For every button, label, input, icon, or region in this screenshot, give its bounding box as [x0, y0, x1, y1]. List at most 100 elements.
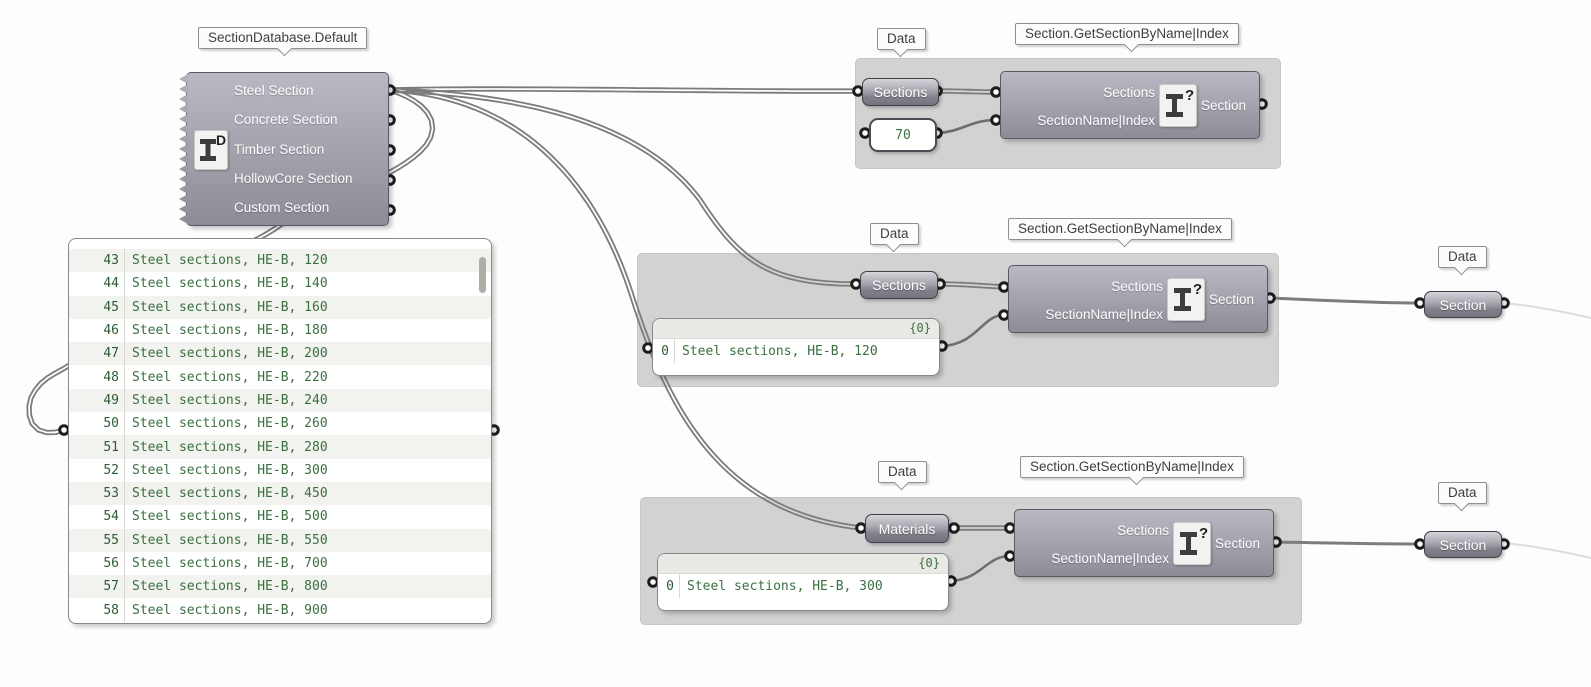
list-item: 50 Steel sections, HE-B, 260	[69, 412, 491, 436]
row-number: 44	[69, 272, 125, 296]
row-number: 57	[69, 575, 125, 599]
row-number: 56	[69, 551, 125, 576]
row-text: Steel sections, HE-B, 300	[132, 462, 328, 478]
param-sections-top[interactable]: Sections	[862, 78, 939, 106]
list-item: 52 Steel sections, HE-B, 300	[69, 458, 491, 482]
callout-data-bottom: Data	[878, 461, 927, 491]
svg-text:?: ?	[1199, 525, 1208, 542]
input-sectionname-label: SectionName|Index	[1045, 307, 1163, 322]
param-label: Sections	[872, 277, 926, 293]
row-number: 0	[658, 574, 680, 598]
row-text: Steel sections, HE-B, 200	[132, 346, 328, 362]
list-item: 58 Steel sections, HE-B, 900	[69, 598, 491, 622]
param-sections-middle[interactable]: Sections	[860, 271, 938, 299]
section-database-component[interactable]: D Steel Section Concrete Section Timber …	[179, 72, 389, 226]
wire[interactable]	[389, 86, 859, 91]
input-sections-label: Sections	[1103, 85, 1155, 100]
output-custom-section: Custom Section	[234, 199, 330, 215]
input-sections-label: Sections	[1117, 523, 1169, 538]
row-text: Steel sections, HE-B, 300	[687, 578, 883, 594]
output-steel-section: Steel Section	[234, 83, 314, 99]
param-materials[interactable]: Materials	[865, 514, 949, 543]
row-number: 50	[69, 412, 125, 436]
callout-data-top: Data	[877, 28, 926, 58]
connector-grip[interactable]	[1414, 297, 1426, 309]
list-item: 56 Steel sections, HE-B, 700	[69, 551, 491, 576]
row-text: Steel sections, HE-B, 700	[132, 556, 328, 571]
row-text: Steel sections, HE-B, 550	[132, 532, 328, 548]
row-number: 55	[69, 528, 125, 552]
row-text: Steel sections, HE-B, 900	[132, 602, 328, 618]
param-label: Section	[1439, 536, 1487, 553]
wire[interactable]	[1269, 296, 1421, 305]
callout-getsection-middle: Section.GetSectionByName|Index	[1008, 218, 1232, 248]
wire[interactable]	[389, 89, 859, 94]
row-number: 48	[69, 365, 125, 389]
input-sections-label: Sections	[1111, 279, 1163, 294]
connector-grip[interactable]	[58, 424, 70, 436]
get-section-component-top[interactable]: Sections SectionName|Index ? Section	[1000, 71, 1260, 139]
callout-getsection-bottom: Section.GetSectionByName|Index	[1020, 456, 1244, 486]
callout-data-middle: Data	[870, 223, 919, 253]
row-number: 53	[69, 481, 125, 506]
section-database-ibeam-d-icon: D	[194, 130, 228, 170]
get-section-component-middle[interactable]: Sections SectionName|Index ? Section	[1008, 265, 1268, 333]
wire[interactable]	[1503, 302, 1591, 319]
get-section-component-bottom[interactable]: Sections SectionName|Index ? Section	[1014, 509, 1274, 577]
connector-grip[interactable]	[1414, 538, 1426, 550]
row-number: 58	[69, 598, 125, 622]
row-number: 52	[69, 458, 125, 482]
callout-data-out-bottom: Data	[1438, 482, 1487, 512]
list-item: 45 Steel sections, HE-B, 160	[69, 295, 491, 319]
callout-data-out-middle: Data	[1438, 246, 1487, 276]
output-section-label: Section	[1215, 535, 1261, 551]
output-timber-section: Timber Section	[234, 141, 325, 157]
row-text: Steel sections, HE-B, 180	[132, 323, 328, 339]
wire[interactable]	[1503, 542, 1591, 559]
row-number: 54	[69, 505, 125, 529]
callout-getsection-top: Section.GetSectionByName|Index	[1015, 23, 1239, 53]
output-concrete-section: Concrete Section	[234, 112, 338, 128]
row-text: Steel sections, HE-B, 220	[132, 369, 328, 385]
row-number: 49	[69, 388, 125, 413]
list-item: 54 Steel sections, HE-B, 500	[69, 505, 491, 529]
row-text: Steel sections, HE-B, 500	[132, 509, 328, 525]
value-panel-middle[interactable]: {0} 0 Steel sections, HE-B, 120	[652, 318, 940, 376]
param-label: Sections	[873, 84, 928, 100]
param-section-out-bottom[interactable]: Section	[1424, 531, 1502, 558]
param-label: Section	[1439, 296, 1487, 313]
row-number: 0	[653, 339, 675, 363]
panel-scrollbar[interactable]	[479, 257, 486, 293]
row-number: 51	[69, 435, 125, 459]
list-item: 55 Steel sections, HE-B, 550	[69, 528, 491, 552]
row-number: 45	[69, 295, 125, 319]
list-item: 44 Steel sections, HE-B, 140	[69, 272, 491, 296]
row-text: Steel sections, HE-B, 120	[682, 343, 878, 359]
svg-text:D: D	[216, 132, 226, 148]
panel-path-header: {0}	[653, 319, 939, 339]
index-value: 70	[895, 127, 911, 143]
row-text: Steel sections, HE-B, 160	[132, 299, 328, 315]
param-label: Materials	[878, 520, 936, 537]
row-text: Steel sections, HE-B, 140	[132, 276, 328, 292]
zigzag-edge	[179, 74, 188, 224]
param-section-out-middle[interactable]: Section	[1424, 291, 1502, 318]
row-text: Steel sections, HE-B, 800	[132, 579, 328, 595]
input-sectionname-label: SectionName|Index	[1037, 113, 1155, 128]
ibeam-question-icon: ?	[1167, 278, 1205, 321]
index-value-box[interactable]: 70	[869, 118, 937, 152]
callout-section-database: SectionDatabase.Default	[198, 27, 368, 57]
output-hollowcore-section: HollowCore Section	[234, 170, 353, 186]
row-text: Steel sections, HE-B, 260	[132, 416, 328, 432]
svg-text:?: ?	[1193, 281, 1202, 298]
svg-text:?: ?	[1185, 87, 1194, 104]
ibeam-question-icon: ?	[1173, 522, 1211, 565]
